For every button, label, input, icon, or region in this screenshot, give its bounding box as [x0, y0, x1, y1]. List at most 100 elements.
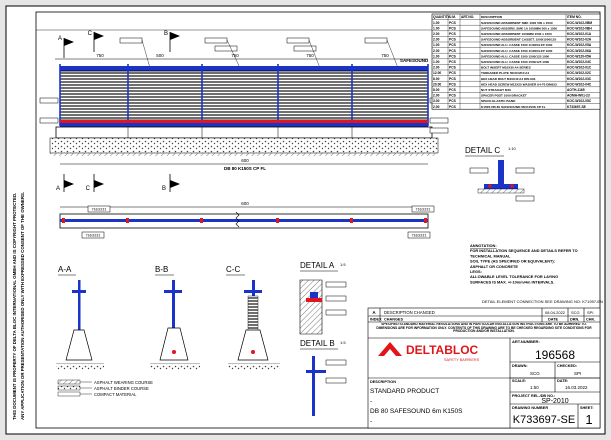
table-cell: 2.00	[433, 38, 440, 42]
note-line: SOIL TYPE (AS SPECIFIED OR EQUIVALENT):	[470, 259, 555, 264]
section-mark-b: B	[164, 31, 180, 52]
elevation-view: A C B 750 500 750 750 750 SAFESOUND	[39, 31, 449, 192]
table-cell: BOLT INSERT M10X30 A4 SERIES	[481, 66, 531, 70]
svg-text:-: -	[370, 398, 372, 405]
svg-text:DATE: DATE	[548, 318, 559, 322]
table-cell: 2.00	[433, 49, 440, 53]
table-cell: K733697-SE	[567, 105, 587, 109]
table-cell: 1.00	[433, 26, 440, 30]
drawing-title: DB 80 SAFESOUND 6m K150S	[370, 408, 463, 415]
table-cell: PCS	[449, 54, 457, 58]
section-mark-a: A	[58, 36, 74, 58]
table-cell: 2.00	[433, 32, 440, 36]
note-line: ALLOWABLE LEVEL TOLERANCE FOR LAYING	[470, 274, 558, 279]
table-cell: SAFESOUND ABSORBENT SMK 1000 500 x 1500	[481, 21, 553, 25]
art-number: 196568	[535, 348, 575, 362]
svg-text:1:5: 1:5	[340, 340, 346, 345]
table-cell: KOC-W102-02C	[567, 71, 592, 75]
svg-text:B: B	[162, 186, 166, 192]
connection-ref: DETAIL ELEMENT CONNECTION SEE DRAWING NO…	[482, 299, 603, 304]
svg-text:A: A	[372, 310, 376, 315]
revision-row: A DESCRIPTION CHANGED 08.04.2022 SCG SPI…	[370, 310, 595, 322]
table-cell: KOC-W102-04C	[567, 60, 592, 64]
svg-text:750: 750	[381, 53, 389, 58]
copyright-text-left: THIS DOCUMENT IS PROPERTY OF DELTA BLOC …	[12, 193, 17, 420]
detail-c: DETAIL C 1:10	[465, 146, 535, 202]
detail-b: DETAIL B 1:5	[300, 339, 346, 416]
table-cell: 3.00	[433, 99, 440, 103]
deltabloc-logo: DELTABLOC SAFETY BARRIERS	[378, 342, 480, 362]
table-cell: PCS	[449, 88, 457, 92]
svg-text:A: A	[58, 36, 62, 42]
table-cell: PCS	[449, 21, 457, 25]
svg-text:CHK.: CHK.	[586, 318, 595, 322]
section-cc: C-C	[226, 265, 280, 370]
table-cell: KOC-W102-05C	[567, 99, 592, 103]
svg-text:7553231: 7553231	[411, 235, 426, 239]
svg-text:7553231: 7553231	[91, 209, 106, 213]
note-line: TECHNICAL MANUAL	[470, 253, 511, 258]
notes-block: ANNOTATION:FOR INSTALLATION SEQUENCE AND…	[470, 243, 578, 284]
table-cell: KOC-W102-0BH	[567, 26, 592, 30]
section-mark-c: C	[88, 31, 104, 52]
svg-text:C: C	[88, 31, 93, 37]
notice-box: SPECIFIED STANDARD MATERIAL REGULATIONS …	[376, 323, 591, 333]
ground-gravel	[49, 137, 439, 154]
project-number: SP-2010	[541, 398, 568, 405]
table-cell: 2.00	[433, 66, 440, 70]
table-cell: NUT STRAIGHT M10	[481, 88, 511, 92]
art-number-label: ART.NUMBER:	[512, 339, 540, 344]
table-header-cell: U.M.	[449, 15, 456, 19]
drawing-date: 16.03.2022	[565, 385, 588, 390]
copyright-text-right: ANY APPLICATION OR PRESENTATION AUTHORIS…	[20, 192, 25, 420]
detail-c-title: DETAIL C	[465, 146, 500, 155]
table-cell: SAFESOUND ALU. CASSE 1500 1/1000/LFP 100…	[481, 43, 553, 47]
svg-text:1:10: 1:10	[508, 146, 517, 151]
detail-a: DETAIL A 1:5	[299, 261, 346, 335]
svg-text:DELTABLOC: DELTABLOC	[406, 343, 479, 357]
svg-text:500: 500	[156, 53, 164, 58]
table-cell: PCS	[449, 77, 457, 81]
table-cell: KOC-W102-01A	[567, 32, 592, 36]
svg-text:A-A: A-A	[58, 265, 72, 274]
svg-text:DESCRIPTION CHANGED: DESCRIPTION CHANGED	[384, 310, 435, 315]
svg-text:CHECKED:: CHECKED:	[557, 364, 577, 368]
table-cell: 1.00	[433, 21, 440, 25]
note-line: ANNOTATION:	[470, 243, 497, 248]
svg-text:DATE:: DATE:	[557, 379, 568, 383]
svg-text:DRAWING NUMBER: DRAWING NUMBER	[512, 406, 548, 410]
legend-compact-material: COMPACT MATERIAL	[94, 392, 137, 397]
svg-text:B: B	[164, 31, 168, 37]
table-cell: 2.00	[433, 105, 440, 109]
noise-panels	[59, 70, 429, 121]
table-cell: 1.00	[433, 54, 440, 58]
svg-text:750: 750	[96, 53, 104, 58]
svg-text:7553231: 7553231	[85, 235, 100, 239]
table-cell: SAFESOUND ALU. CASSE 1500 1/1000/LFP 100…	[481, 49, 553, 53]
table-cell: KOC-W120-05A	[567, 54, 592, 58]
table-cell: PCS	[449, 26, 457, 30]
svg-text:-: -	[370, 418, 372, 425]
drawing-number: K733697-SE	[513, 414, 575, 426]
table-header-cell: ART.NO.	[461, 15, 474, 19]
note-line: LEGS:	[470, 269, 482, 274]
svg-text:CHANGES: CHANGES	[384, 318, 403, 322]
table-cell: SAFESOUND ABSORBENT CASSET. 1500/1500/12…	[481, 38, 556, 42]
svg-text:DETAIL B: DETAIL B	[300, 339, 335, 348]
table-cell: HEX HEAD SCREW M12X25 WASHER A4-70 DIN93…	[481, 82, 557, 86]
svg-text:08.04.2022: 08.04.2022	[545, 310, 566, 315]
section-aa: A-A	[56, 265, 104, 370]
description-line-1: STANDARD PRODUCT	[370, 388, 439, 395]
svg-text:B-B: B-B	[155, 265, 168, 274]
table-cell: KOC-W102-03C	[567, 77, 592, 81]
table-header-cell: QUANTITY	[433, 15, 451, 19]
table-cell: SAFESOUND ABSORBENT 1000MM 1500 x 1500	[481, 32, 552, 36]
table-cell: SPACE ELASTIC BAND	[481, 99, 516, 103]
plan-view: 600 7553231 7553231 7553231 7553231	[59, 201, 435, 239]
table-cell: SAFESOUND ALU. CASSE 1500 1500/125 1000	[481, 54, 549, 58]
legend-asphalt-binder: ASPHALT BINDER COURSE	[94, 386, 149, 391]
svg-text:SCALE:: SCALE:	[512, 379, 526, 383]
table-cell: 2.00	[433, 94, 440, 98]
table-cell: KOC-W102-06A	[567, 49, 592, 53]
